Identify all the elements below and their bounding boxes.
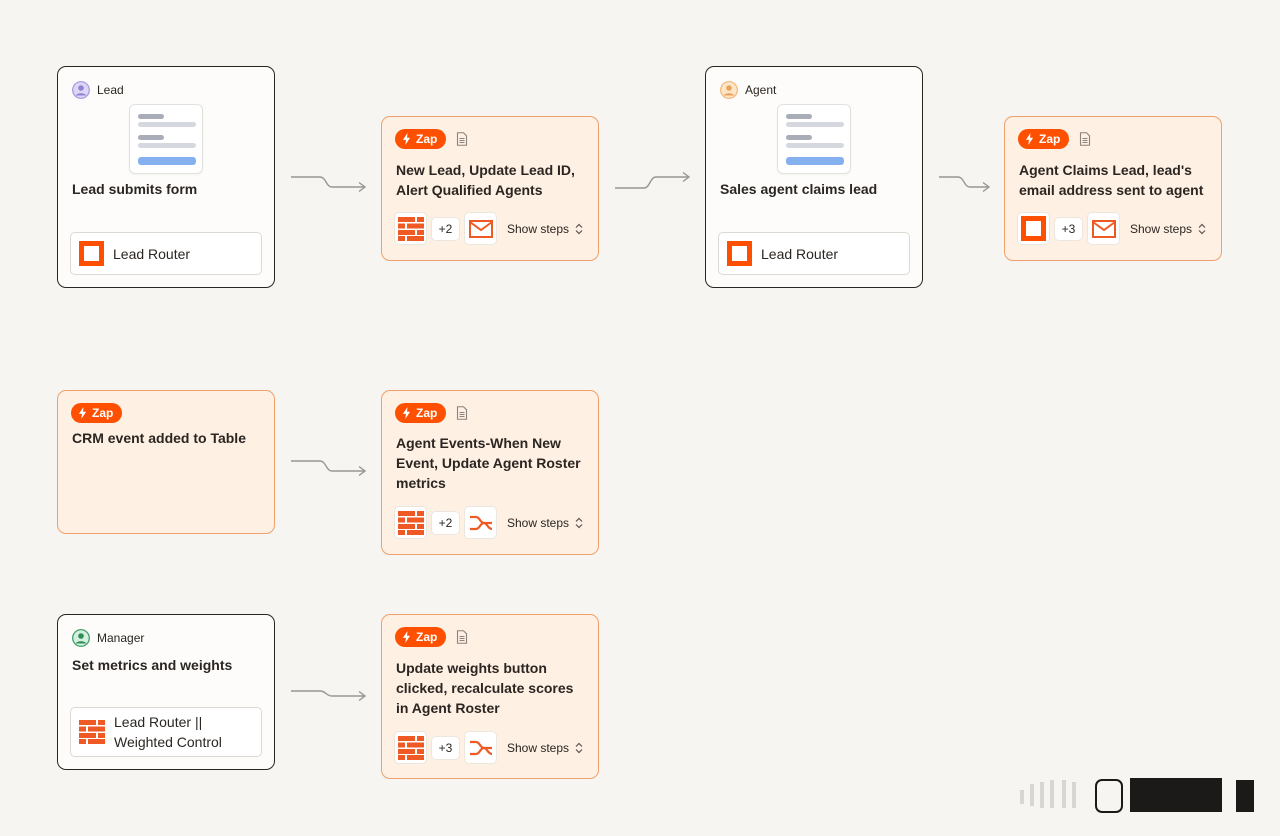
chevron-up-down-icon [575,223,583,235]
zap-title: New Lead, Update Lead ID, Alert Qualifie… [396,162,575,198]
user-avatar-icon [720,81,738,99]
paths-app-icon [464,731,497,764]
zap-badge[interactable]: Zap [1018,129,1070,149]
crm-trigger-card[interactable]: Zap CRM event added to Table [57,390,275,534]
role-label: Manager [97,631,145,645]
zap-card-new-lead[interactable]: Zap New Lead, Update Lead ID, Alert Qual… [381,116,599,261]
app-name: Lead Router [113,245,191,262]
extra-apps-count: +2 [431,216,460,241]
lightning-bolt-icon [1025,133,1034,145]
lightning-bolt-icon [402,133,411,145]
show-steps-button[interactable]: Show steps [507,741,583,755]
app-name: Lead Router [761,245,839,262]
connector-arrow [291,690,367,702]
paths-icon [469,739,493,757]
manager-step-card[interactable]: Manager Set metrics and weights Lead Rou… [57,614,275,770]
connector-arrow [939,176,991,193]
tables-app-icon [394,731,427,764]
lightning-bolt-icon [402,631,411,643]
app-lead-router[interactable]: Lead Router [70,232,262,275]
step-title: Lead submits form [72,181,198,197]
email-icon [469,220,493,238]
agent-role: Agent [720,81,776,99]
show-steps-button[interactable]: Show steps [1130,222,1206,236]
lightning-bolt-icon [402,407,411,419]
lead-router-app-icon [1017,212,1050,245]
document-icon[interactable] [456,406,468,420]
extra-apps-count: +2 [431,510,460,535]
manager-role: Manager [72,629,144,647]
canvas-zoom-controls[interactable] [1018,776,1258,816]
zap-title: Agent Events-When New Event, Update Agen… [396,435,581,491]
lightning-bolt-icon [78,407,87,419]
user-avatar-icon [72,81,90,99]
tables-icon [398,736,424,760]
lead-step-card[interactable]: Lead Lead submits form Lead Router [57,66,275,288]
user-avatar-icon [72,629,90,647]
tables-app-icon [394,212,427,245]
connector-arrow [615,171,691,189]
zap-card-agent-events[interactable]: Zap Agent Events-When New Event, Update … [381,390,599,555]
app-name: Lead Router || Weighted Control [114,714,222,750]
zap-card-update-weights[interactable]: Zap Update weights button clicked, recal… [381,614,599,779]
chevron-up-down-icon [575,742,583,754]
zap-badge[interactable]: Zap [395,627,447,647]
email-app-icon [464,212,497,245]
step-title: Sales agent claims lead [720,181,878,197]
lead-role: Lead [72,81,124,99]
role-label: Lead [97,83,124,97]
chevron-up-down-icon [1198,223,1206,235]
show-steps-button[interactable]: Show steps [507,222,583,236]
tables-icon [398,217,424,241]
zap-badge[interactable]: Zap [71,403,123,423]
tables-app-icon [394,506,427,539]
step-title: CRM event added to Table [72,430,246,446]
paths-icon [469,514,493,532]
role-label: Agent [745,83,777,97]
tables-icon [398,511,424,535]
zap-title: Agent Claims Lead, lead's email address … [1019,162,1204,198]
zap-badge[interactable]: Zap [395,129,447,149]
zap-badge[interactable]: Zap [395,403,447,423]
app-lead-router-weighted[interactable]: Lead Router || Weighted Control [70,707,262,757]
lead-router-logo-icon [1021,216,1046,241]
tables-icon [79,720,105,744]
document-icon[interactable] [456,132,468,146]
document-icon[interactable] [1079,132,1091,146]
connector-arrow [291,460,367,477]
agent-step-card[interactable]: Agent Sales agent claims lead Lead Route… [705,66,923,288]
step-title: Set metrics and weights [72,657,233,673]
connector-arrow [291,176,367,193]
zap-card-agent-claims[interactable]: Zap Agent Claims Lead, lead's email addr… [1004,116,1222,261]
form-thumbnail [777,104,851,174]
chevron-up-down-icon [575,517,583,529]
paths-app-icon [464,506,497,539]
app-lead-router[interactable]: Lead Router [718,232,910,275]
zap-title: Update weights button clicked, recalcula… [396,660,574,716]
show-steps-button[interactable]: Show steps [507,516,583,530]
document-icon[interactable] [456,630,468,644]
lead-router-logo-icon [727,241,752,266]
form-thumbnail [129,104,203,174]
email-app-icon [1087,212,1120,245]
lead-router-logo-icon [79,241,104,266]
email-icon [1092,220,1116,238]
extra-apps-count: +3 [431,735,460,760]
extra-apps-count: +3 [1054,216,1083,241]
